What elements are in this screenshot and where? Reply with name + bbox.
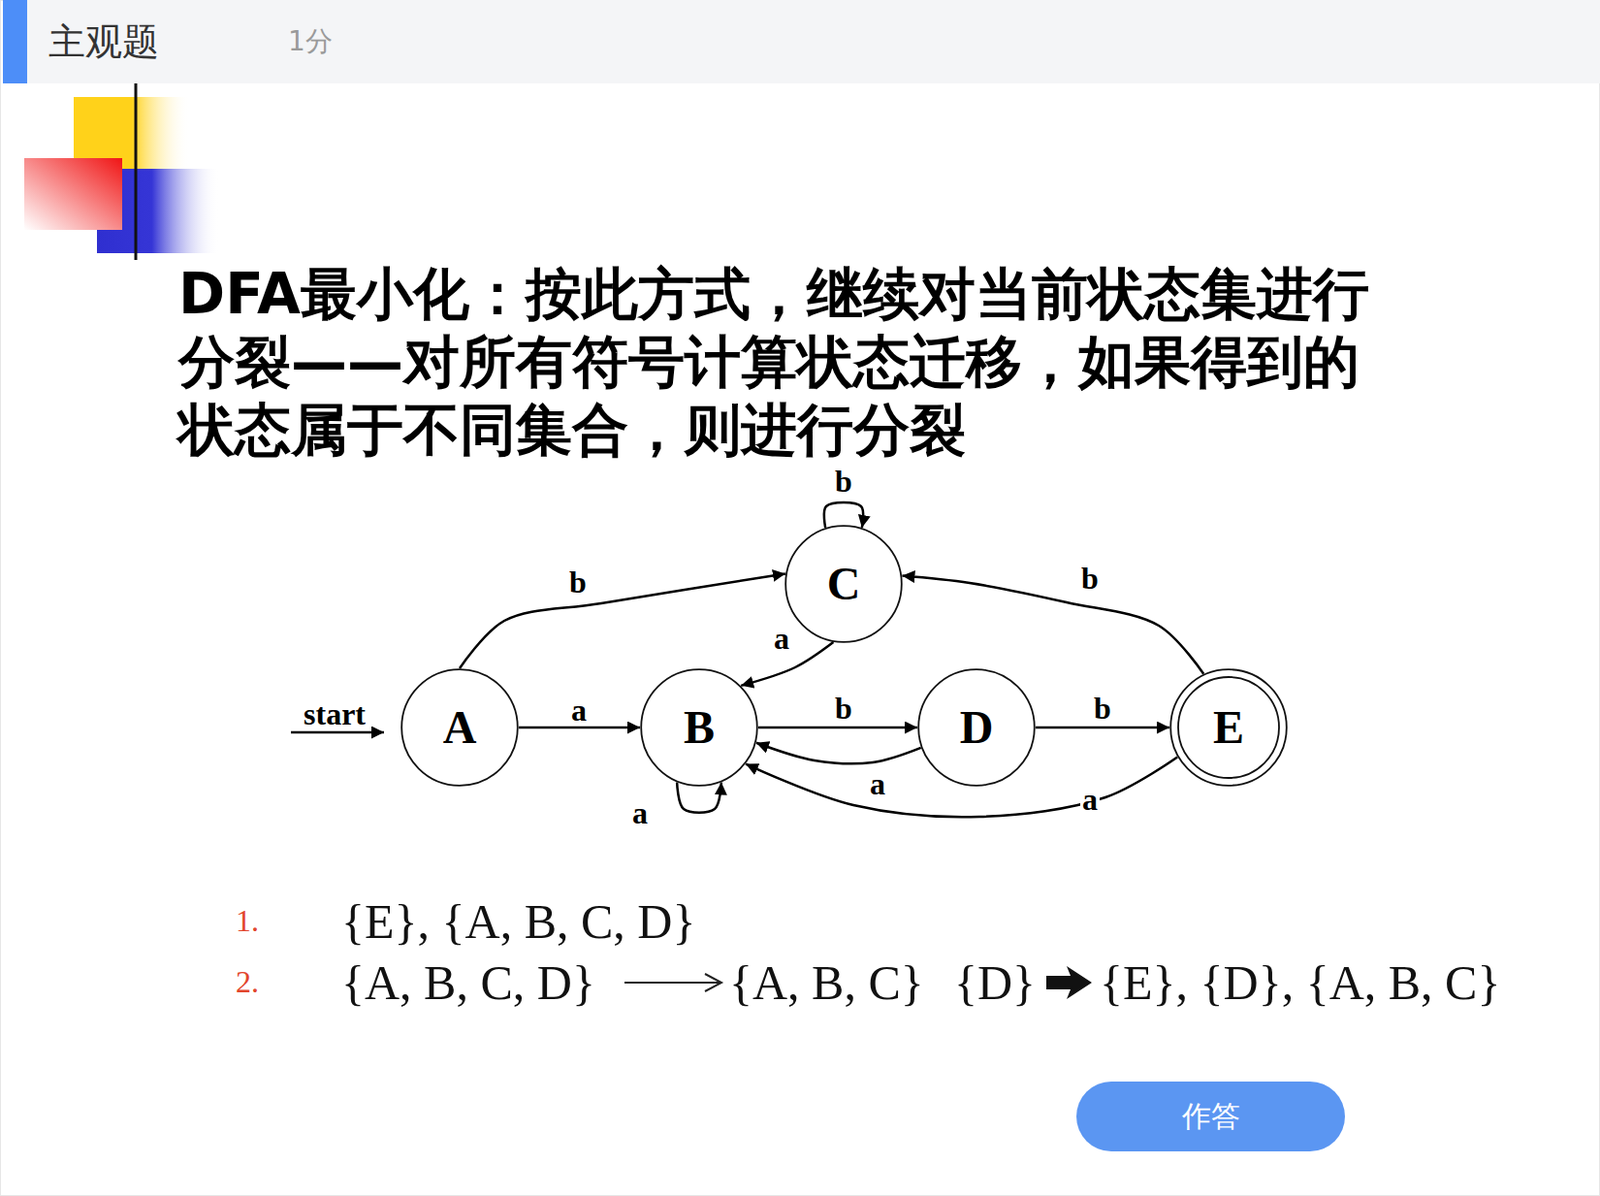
label-slot: start — [303, 697, 366, 732]
transition-arrow — [1035, 726, 1170, 730]
label-slot: {E}, {D}, {A, B, C} — [1099, 956, 1501, 1010]
state-partition: {E}, {A, B, C, D} — [341, 895, 696, 949]
accept-ring — [1178, 676, 1280, 778]
label-slot: {E}, {A, B, C, D} — [341, 895, 696, 949]
edge-label-slot: b — [1091, 692, 1114, 724]
state-partition: {D} — [954, 956, 1036, 1010]
question-type: 主观题 — [48, 17, 288, 67]
edge-label-slot: b — [832, 465, 855, 497]
edge-label-slot: a — [569, 694, 589, 726]
state-ring — [918, 669, 1035, 786]
state-ring — [401, 669, 518, 786]
label-slot: 2. — [235, 964, 259, 999]
state-name: C — [827, 560, 862, 608]
transition-arrow — [824, 502, 864, 528]
transition-symbol: b — [1091, 692, 1114, 724]
long-arrow — [624, 981, 720, 984]
state-circle: B — [640, 668, 759, 787]
label-slot: {A, B, C} — [729, 956, 925, 1010]
state-partition: {A, B, C} — [729, 956, 925, 1010]
state-ring — [640, 669, 758, 786]
slide-title: DFA最小化：按此方式，继续对当前状态集进行分裂——对所有符号计算状态迁移，如果… — [178, 259, 1401, 464]
answer-button: 作答 — [1076, 1081, 1345, 1152]
list-number: 2. — [235, 964, 259, 999]
edge-label-slot: a — [1080, 783, 1100, 815]
bold-arrow — [1046, 965, 1092, 999]
edge-label-slot: a — [771, 622, 792, 654]
label-slot: {D} — [954, 956, 1036, 1010]
transition-symbol: a — [771, 622, 792, 654]
transition-symbol: b — [1079, 562, 1101, 594]
edge-label-slot: b — [832, 692, 855, 724]
yellow-square — [73, 96, 191, 169]
state-name: E — [1213, 704, 1245, 751]
long-arrow-head — [704, 973, 722, 992]
label-slot: {A, B, C, D} — [341, 956, 596, 1010]
edge-label-slot: a — [630, 797, 650, 829]
start-label: start — [303, 697, 366, 732]
transition-symbol: a — [569, 694, 589, 726]
transition-symbol: b — [832, 692, 855, 724]
state-partition: {E}, {D}, {A, B, C} — [1099, 956, 1501, 1010]
transition-arrow — [758, 726, 918, 730]
state-name: A — [443, 704, 478, 751]
header-bar: 主观题1分 — [2, 0, 1600, 84]
state-ring — [785, 525, 902, 642]
transition-symbol: b — [832, 465, 855, 497]
state-name: D — [960, 704, 994, 751]
transition-arrow — [518, 726, 640, 730]
transition-symbol: a — [1080, 783, 1100, 815]
state-circle: A — [400, 668, 519, 787]
transition-symbol: a — [630, 797, 650, 829]
title-slot: DFA最小化：按此方式，继续对当前状态集进行分裂——对所有符号计算状态迁移，如果… — [178, 259, 1401, 464]
edge-label-slot: a — [867, 768, 888, 800]
accept-state-circle: E — [1169, 668, 1288, 787]
state-circle: C — [784, 524, 903, 643]
transition-arrow — [901, 576, 1204, 674]
state-circle: D — [917, 668, 1036, 787]
transition-arrow — [459, 573, 786, 669]
state-ring — [1170, 669, 1287, 786]
label-slot: 1. — [235, 903, 259, 938]
header-rule — [79, 214, 1413, 219]
list-number: 1. — [235, 903, 259, 938]
transition-arrow — [676, 782, 722, 813]
edge-label-slot: b — [567, 566, 589, 598]
state-name: B — [683, 704, 715, 751]
transition-symbol: a — [867, 768, 888, 800]
score-label: 1分 — [288, 23, 333, 61]
red-square — [24, 158, 123, 230]
transition-symbol: b — [567, 566, 589, 598]
state-partition: {A, B, C, D} — [341, 956, 596, 1010]
button-label: 作答 — [1182, 1096, 1241, 1137]
header-rule-vertical — [134, 83, 138, 260]
edge-label-slot: b — [1079, 562, 1101, 594]
transition-arrow — [756, 742, 922, 765]
